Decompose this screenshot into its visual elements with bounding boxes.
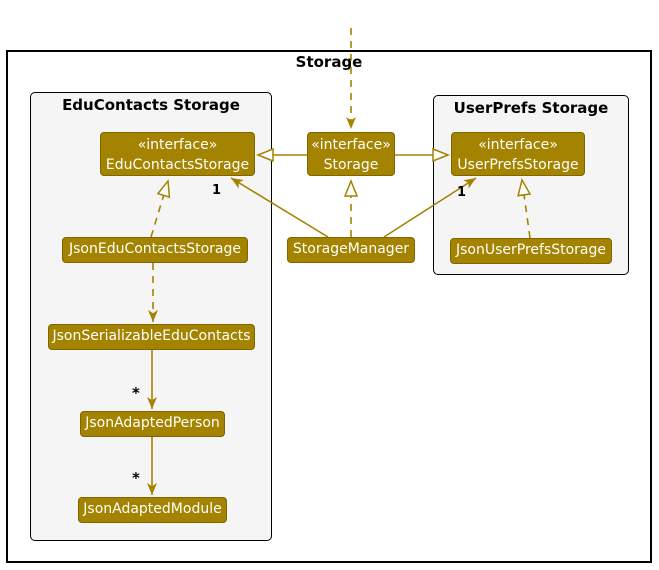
class-jsonadaptedperson: JsonAdaptedPerson — [80, 411, 225, 437]
frame-title: Storage — [295, 53, 363, 71]
multiplicity-label-jsonadaptedperson: * — [132, 384, 140, 402]
class-educontactsstorage-interface: «interface» EduContactsStorage — [100, 132, 255, 176]
class-jsonadaptedmodule: JsonAdaptedModule — [78, 497, 227, 523]
class-storagemanager: StorageManager — [287, 237, 415, 263]
package-educontacts-title: EduContacts Storage — [62, 96, 240, 114]
stereotype-label: «interface» — [478, 137, 558, 153]
class-jsoneducontactsstorage: JsonEduContactsStorage — [62, 237, 248, 263]
multiplicity-label-educontactsstorage: 1 — [212, 183, 222, 198]
class-userprefsstorage-interface: «interface» UserPrefsStorage — [451, 132, 585, 176]
class-name: Storage — [323, 157, 379, 173]
class-storage-interface: «interface» Storage — [307, 132, 395, 176]
multiplicity-label-jsonadaptedmodule: * — [132, 469, 140, 487]
class-jsonserializableeducontacts: JsonSerializableEduContacts — [48, 324, 255, 350]
package-userprefs-title: UserPrefs Storage — [453, 99, 609, 117]
multiplicity-label-userprefsstorage: 1 — [457, 185, 467, 200]
stereotype-label: «interface» — [137, 137, 218, 153]
class-name: EduContactsStorage — [105, 157, 250, 173]
class-name: UserPrefsStorage — [457, 157, 579, 173]
stereotype-label: «interface» — [311, 137, 391, 153]
class-jsonuserprefsstorage: JsonUserPrefsStorage — [450, 238, 612, 264]
